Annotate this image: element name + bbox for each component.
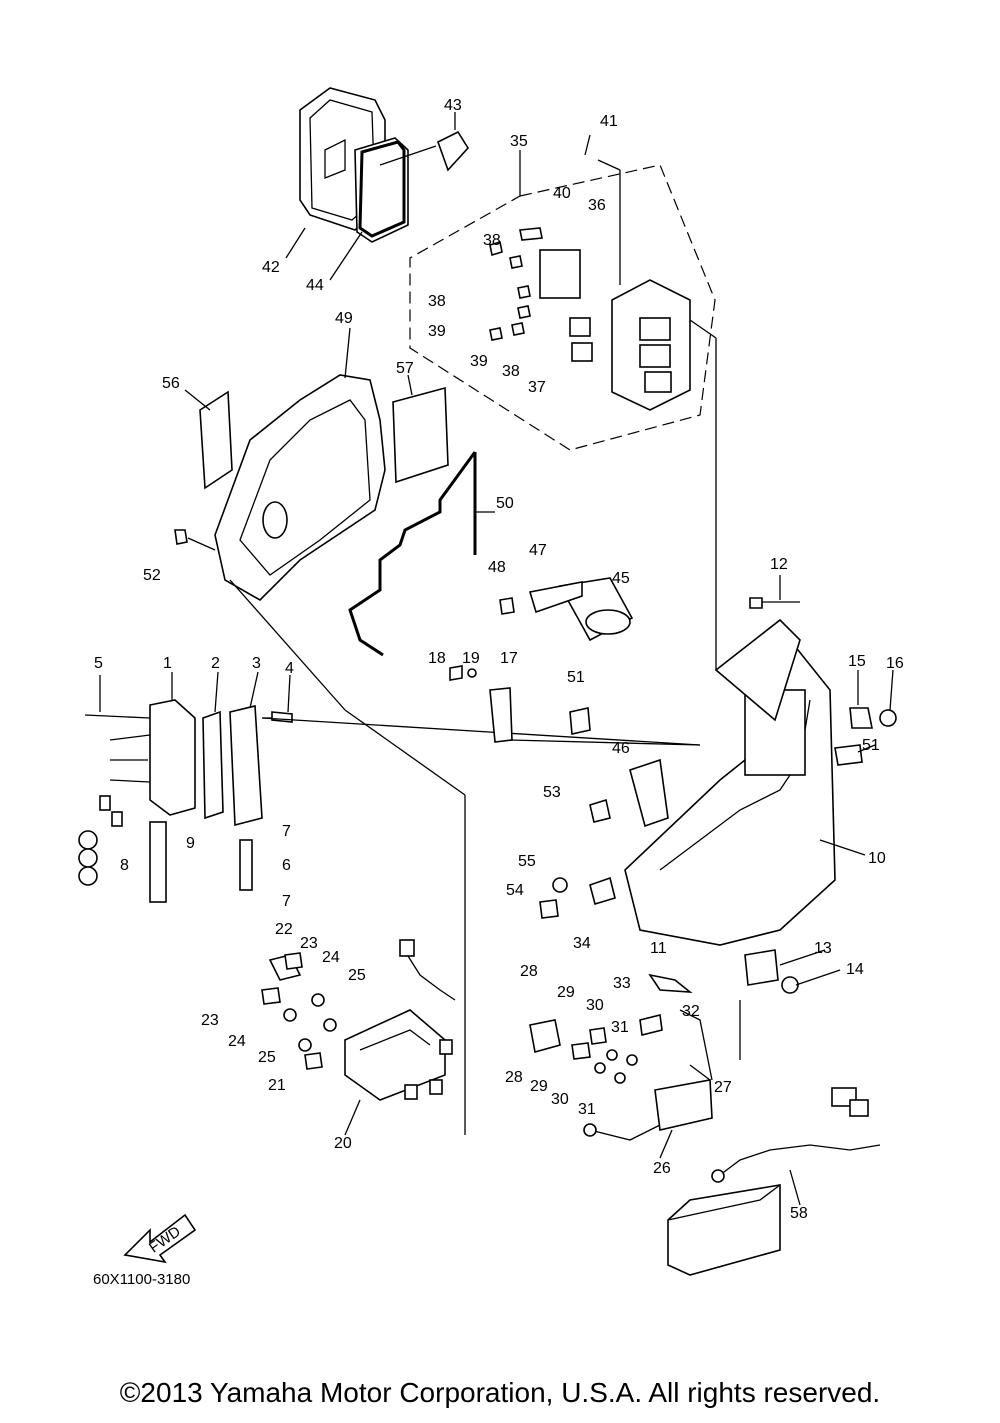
callout-50: 50 [496,495,514,512]
copyright-notice: ©2013 Yamaha Motor Corporation, U.S.A. A… [120,1377,880,1408]
callout-33: 33 [613,975,631,992]
callout-30-bottom: 30 [551,1091,569,1108]
leader-lines [99,134,894,1206]
callout-44: 44 [306,277,324,294]
callout-20: 20 [334,1135,352,1152]
callout-8: 8 [120,857,129,874]
cover-assembly [285,87,469,281]
callout-28-bottom: 28 [505,1069,523,1086]
callout-10: 10 [868,850,886,867]
callout-41: 41 [600,113,618,130]
callout-56: 56 [162,375,180,392]
callout-42: 42 [262,259,280,276]
callout-29-top: 29 [557,984,575,1001]
callout-26: 26 [653,1160,671,1177]
callout-29-bottom: 29 [530,1078,548,1095]
callout-31-top: 31 [611,1019,629,1036]
callout-40: 40 [553,185,571,202]
callout-9: 9 [186,835,195,852]
callout-24-top: 24 [322,949,340,966]
bracket-assembly [174,374,495,796]
callout-32: 32 [682,1003,700,1020]
callout-25-left: 25 [258,1049,276,1066]
callout-58: 58 [790,1205,808,1222]
callout-30-top: 30 [586,997,604,1014]
rectifier-assembly [261,939,456,1101]
callout-16: 16 [886,655,904,672]
callout-3: 3 [252,655,261,672]
callout-14: 14 [846,961,864,978]
callout-53: 53 [543,784,561,801]
callout-1: 1 [163,655,172,672]
battery-cable-assembly [667,1087,881,1276]
callout-36: 36 [588,197,606,214]
callout-23-left: 23 [201,1012,219,1029]
callout-labels: 1 2 3 4 5 6 7 7 8 9 10 11 12 13 14 15 16… [94,97,904,1222]
callout-17: 17 [500,650,518,667]
callout-46: 46 [612,740,630,757]
callout-4: 4 [285,660,294,677]
callout-5: 5 [94,655,103,672]
callout-24-left: 24 [228,1033,246,1050]
junction-box-group [409,150,717,670]
callout-7-top: 7 [282,823,291,840]
callout-45: 45 [612,570,630,587]
forward-arrow-icon: FWD [123,1213,197,1264]
callout-43: 43 [444,97,462,114]
callout-19: 19 [462,650,480,667]
callout-49: 49 [335,310,353,327]
callout-47: 47 [529,542,547,559]
relay-assembly [529,1000,741,1084]
callout-11: 11 [650,940,667,957]
callout-34: 34 [573,935,591,952]
callout-54: 54 [506,882,524,899]
ignition-coil-group [78,699,701,903]
callout-25-top: 25 [348,967,366,984]
callout-39-bottom: 39 [470,353,488,370]
callout-39-top: 39 [428,323,446,340]
callout-55: 55 [518,853,536,870]
callout-23-top: 23 [300,935,318,952]
callout-31-bottom: 31 [578,1101,596,1118]
callout-51-right: 51 [862,737,880,754]
diagram-code: 60X1100-3180 [93,1271,190,1288]
callout-22: 22 [275,921,293,938]
callout-6: 6 [282,857,291,874]
callout-28-top: 28 [520,963,538,980]
callout-35: 35 [510,133,528,150]
callout-38-mid: 38 [428,293,446,310]
callout-38-top: 38 [483,232,501,249]
callout-38-bottom: 38 [502,363,520,380]
callout-15: 15 [848,653,866,670]
main-bracket-assembly [449,577,897,1141]
callout-57: 57 [396,360,414,377]
callout-13: 13 [814,940,832,957]
callout-52: 52 [143,567,161,584]
callout-18: 18 [428,650,446,667]
callout-7-bottom: 7 [282,893,291,910]
callout-2: 2 [211,655,220,672]
callout-21: 21 [268,1077,286,1094]
callout-51-top: 51 [567,669,585,686]
callout-27: 27 [714,1079,732,1096]
callout-48: 48 [488,559,506,576]
callout-12: 12 [770,556,788,573]
callout-37: 37 [528,379,546,396]
